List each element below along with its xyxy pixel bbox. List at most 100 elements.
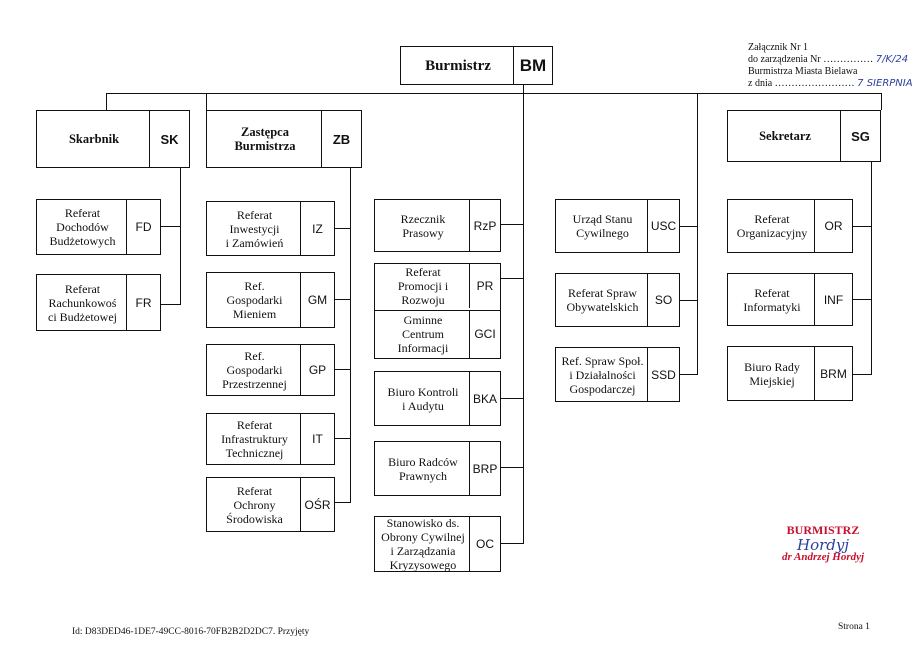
node-or: Referat Organizacyjny OR [727,199,853,253]
node-sk: Skarbnik SK [36,110,190,168]
node-zb: Zastępca Burmistrza ZB [206,110,362,168]
node-it: Referat Infrastruktury Technicznej IT [206,413,335,465]
node-label: Rzecznik Prasowy [400,211,446,240]
connector-fd [161,226,181,227]
node-sg: Sekretarz SG [727,110,881,162]
connector-gp [335,369,351,370]
node-pr-gci: Referat Promocji i Rozwoju PR Gminne Cen… [374,263,501,359]
node-code: SK [149,111,189,167]
divider [375,310,500,311]
handwritten-date: 7 SIERPNIA 2024r. [857,78,913,89]
connector-zb-children [350,168,351,502]
connector-osr [335,502,351,503]
connector-inf [853,299,872,300]
node-code: SSD [647,348,679,401]
node-code: OR [814,200,852,252]
handwritten-number: 7/K/24 [875,54,909,65]
node-label: Biuro Kontroli i Audytu [387,384,459,413]
connector-brp [501,467,524,468]
connector-or [853,226,872,227]
node-code: OC [469,517,500,571]
stamp-line: Załącznik Nr 1 [748,42,808,53]
node-code: BRP [469,442,500,495]
node-label: Ref. Gospodarki Mieniem [226,279,283,321]
node-osr: Referat Ochrony Środowiska OŚR [206,477,335,532]
connector-gm [335,299,351,300]
connector-sk [106,93,107,110]
node-code: OŚR [300,478,334,531]
node-code: FR [126,275,160,330]
node-label: Burmistrz [425,57,491,74]
node-code: BM [513,47,552,84]
node-code: IZ [300,202,334,255]
node-label: Referat Ochrony Środowiska [226,483,283,526]
node-code: IT [300,414,334,464]
node-label: Urząd Stanu Cywilnego [572,212,633,240]
node-label: Referat Promocji i Rozwoju [397,265,449,307]
node-label: Biuro Radców Prawnych [388,454,458,483]
node-code: GM [300,273,334,327]
connector-pr [501,278,524,279]
node-label: Gminne Centrum Informacji [397,313,449,355]
connector-so [680,300,698,301]
page-number: Strona 1 [838,622,870,632]
node-label: Referat Inwestycji i Zamówień [225,207,284,250]
connector-ssd [680,374,698,375]
attachment-stamp: Załącznik Nr 1 do zarządzenia Nr …………… 7… [748,42,913,90]
node-code: RzP [469,200,500,251]
connector-brm [853,374,872,375]
node-label: Referat Informatyki [743,285,801,314]
connector-fr [161,304,181,305]
node-label: Stanowisko ds. Obrony Cywilnej i Zarządz… [381,516,465,572]
node-code: GP [300,345,334,395]
node-bm: Burmistrz BM [400,46,553,85]
stamp-line: do zarządzenia Nr …………… [748,54,874,65]
node-rzp: Rzecznik Prasowy RzP [374,199,501,252]
mayor-signature: BURMISTRZ Hordyj dr Andrzej Hordyj [768,523,878,563]
node-gm: Ref. Gospodarki Mieniem GM [206,272,335,328]
node-ssd: Ref. Spraw Społ. i Działalności Gospodar… [555,347,680,402]
node-label: Sekretarz [759,129,811,143]
node-usc: Urząd Stanu Cywilnego USC [555,199,680,253]
node-label: Zastępca Burmistrza [234,125,296,153]
node-fr: Referat Rachunkowoś ci Budżetowej FR [36,274,161,331]
node-gp: Ref. Gospodarki Przestrzennej GP [206,344,335,396]
connector-bm-down [523,84,524,544]
connector-usc [680,226,698,227]
node-label: Referat Dochodów Budżetowych [49,206,116,248]
connector-rzp [501,224,524,225]
node-label: Skarbnik [68,132,120,146]
node-code: BKA [469,372,500,425]
node-fd: Referat Dochodów Budżetowych FD [36,199,161,255]
node-label: Referat Rachunkowoś ci Budżetowej [48,281,117,324]
node-code: FD [126,200,160,254]
node-brp: Biuro Radców Prawnych BRP [374,441,501,496]
node-code: SG [840,111,880,161]
node-label: Referat Infrastruktury Technicznej [221,418,288,460]
signature-scribble: Hordyj [796,536,849,554]
node-label: Ref. Spraw Społ. i Działalności Gospodar… [561,353,644,396]
node-so: Referat Spraw Obywatelskich SO [555,273,680,327]
node-bka: Biuro Kontroli i Audytu BKA [374,371,501,426]
connector-sk-children [180,168,181,304]
stamp-line: z dnia …………………… [748,78,855,89]
node-code: SO [647,274,679,326]
node-label: Ref. Gospodarki Przestrzennej [222,349,287,391]
connector-zb [206,93,207,110]
node-inf: Referat Informatyki INF [727,273,853,326]
stamp-line: Burmistrza Miasta Bielawa [748,66,858,77]
connector-sg [881,93,882,110]
connector-it [335,438,351,439]
node-label: Biuro Rady Miejskiej [744,359,800,388]
node-oc: Stanowisko ds. Obrony Cywilnej i Zarządz… [374,516,501,572]
connector-oc [501,543,524,544]
node-label: Referat Organizacyjny [736,212,808,240]
node-code: PR [469,264,500,308]
connector-usc-col [697,93,698,374]
document-id: Id: D83DED46-1DE7-49CC-8016-70FB2B2D2DC7… [72,627,310,637]
connector-iz [335,228,351,229]
signature-name: dr Andrzej Hordyj [781,551,865,563]
node-label: Referat Spraw Obywatelskich [566,286,639,314]
node-code: ZB [321,111,361,167]
node-brm: Biuro Rady Miejskiej BRM [727,346,853,401]
